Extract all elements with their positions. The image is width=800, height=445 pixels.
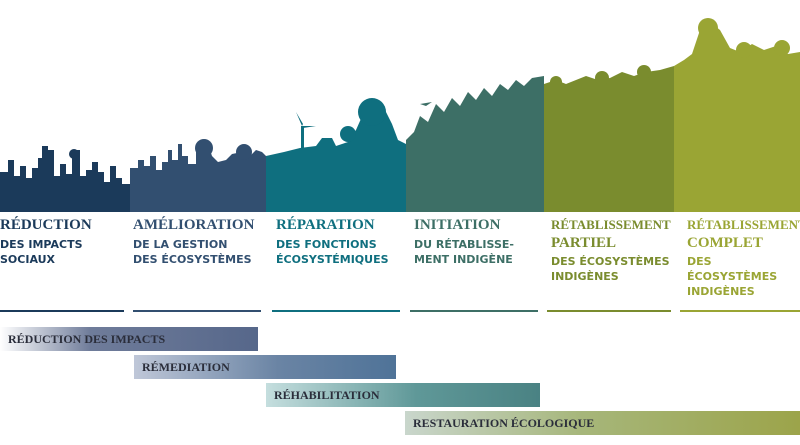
- repair-panel: [266, 98, 406, 212]
- stage-2-label: AMÉLIORATION DE LA GESTION DES ÉCOSYSTÈM…: [133, 217, 266, 267]
- stage-5-title-2: PARTIEL: [551, 234, 617, 251]
- stage-6-title-2: COMPLET: [687, 234, 763, 251]
- landscape-illustration: [0, 18, 800, 212]
- bar-rehabilitation: RÉHABILITATION: [266, 383, 540, 407]
- stage-5-title: RÉTABLISSEMENT: [551, 217, 671, 232]
- bar-remediation-label: RÉMEDIATION: [142, 360, 230, 374]
- stage-5-rule: [547, 310, 671, 312]
- stage-1-title: RÉDUCTION: [0, 217, 92, 233]
- stage-3-label: RÉPARATION DES FONCTIONS ÉCOSYSTÉMIQUES: [276, 217, 406, 267]
- full-recovery-panel: [674, 18, 800, 212]
- urban-trees-panel: [130, 139, 266, 212]
- stage-4-title: INITIATION: [414, 217, 501, 233]
- forest-panel: [406, 76, 544, 212]
- city-skyline-panel: [0, 146, 130, 212]
- stage-4-subtitle: DU RÉTABLISSE- MENT INDIGÈNE: [414, 237, 514, 266]
- bar-ecological-restoration-label: RESTAURATION ÉCOLOGIQUE: [413, 416, 595, 430]
- stage-5-subtitle: DES ÉCOSYSTÈMES INDIGÈNES: [551, 255, 670, 284]
- stage-3-title: RÉPARATION: [276, 217, 375, 233]
- stage-4-rule: [410, 310, 538, 312]
- bar-remediation: RÉMEDIATION: [134, 355, 396, 379]
- stage-6-subtitle: DES ÉCOSYSTÈMES INDIGÈNES: [687, 255, 778, 299]
- stage-4-label: INITIATION DU RÉTABLISSE- MENT INDIGÈNE: [414, 217, 544, 267]
- stage-6-rule: [680, 310, 800, 312]
- bar-rehabilitation-label: RÉHABILITATION: [274, 388, 380, 402]
- stage-1-label: RÉDUCTION DES IMPACTS SOCIAUX: [0, 217, 130, 267]
- bar-impact-reduction: RÉDUCTION DES IMPACTS: [0, 327, 258, 351]
- stage-1-subtitle: DES IMPACTS SOCIAUX: [0, 237, 83, 266]
- bar-ecological-restoration: RESTAURATION ÉCOLOGIQUE: [405, 411, 800, 435]
- stage-2-title: AMÉLIORATION: [133, 217, 255, 233]
- stage-2-rule: [133, 310, 261, 312]
- stage-6-title: RÉTABLISSEMENT: [687, 217, 800, 232]
- stage-1-rule: [0, 310, 124, 312]
- stage-6-label: RÉTABLISSEMENT COMPLET DES ÉCOSYSTÈMES I…: [687, 218, 800, 299]
- stage-3-subtitle: DES FONCTIONS ÉCOSYSTÉMIQUES: [276, 237, 389, 266]
- bar-impact-reduction-label: RÉDUCTION DES IMPACTS: [8, 332, 166, 346]
- stage-5-label: RÉTABLISSEMENT PARTIEL DES ÉCOSYSTÈMES I…: [551, 218, 674, 284]
- stage-2-subtitle: DE LA GESTION DES ÉCOSYSTÈMES: [133, 237, 252, 266]
- partial-recovery-panel: [544, 65, 674, 212]
- stage-3-rule: [272, 310, 400, 312]
